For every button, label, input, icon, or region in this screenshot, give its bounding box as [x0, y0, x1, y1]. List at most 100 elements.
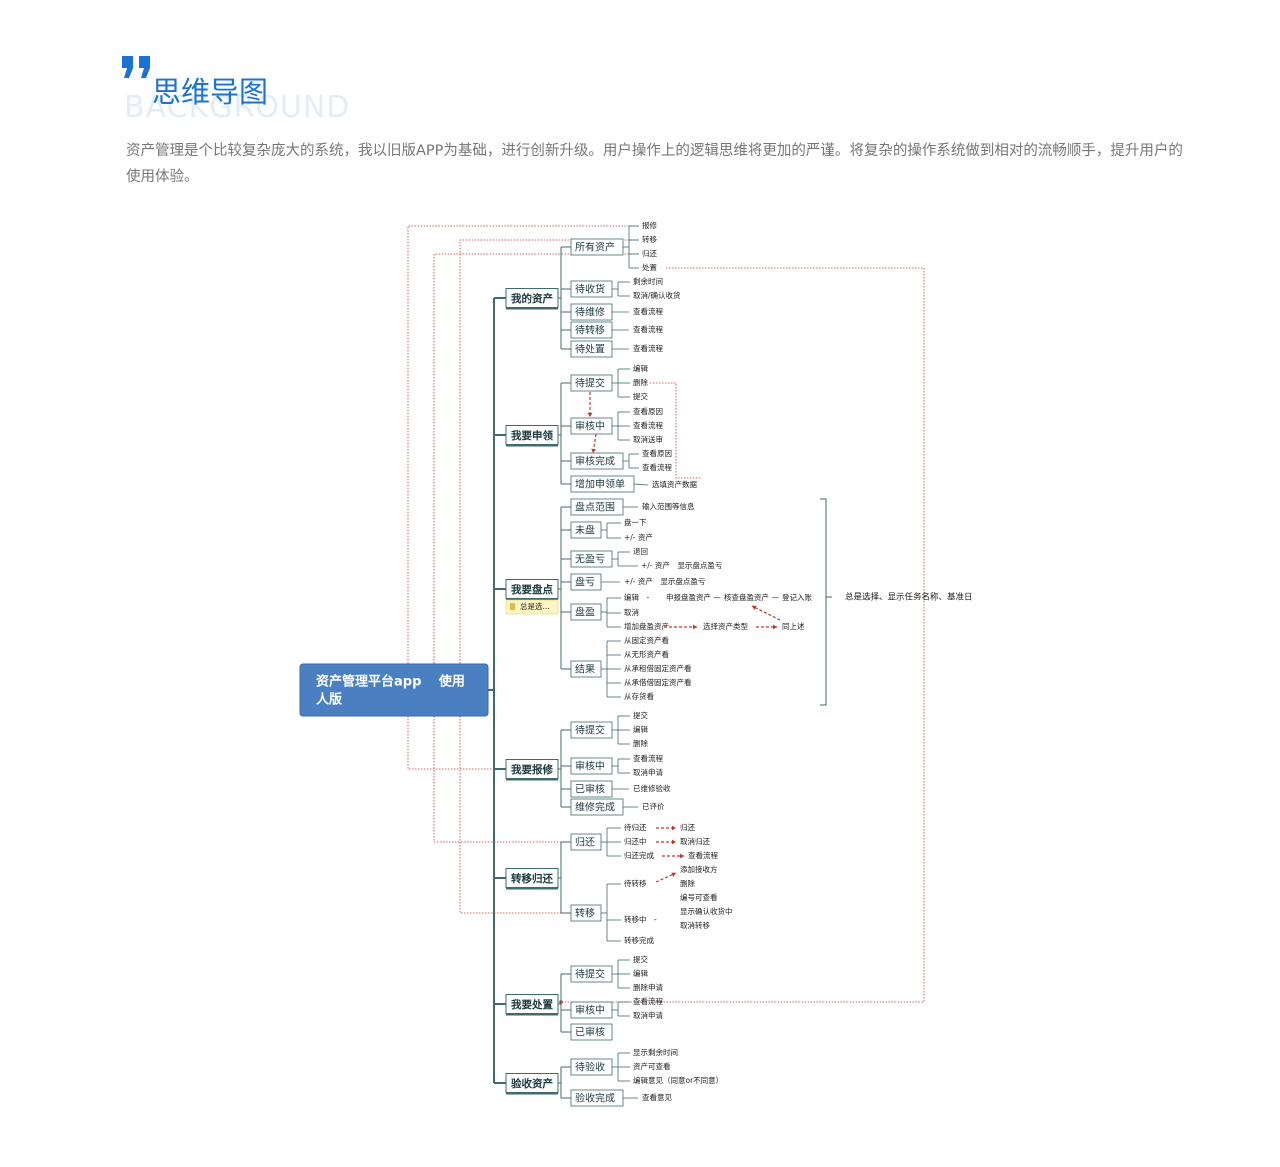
leaf-item[interactable]: 编辑意见（同意or不同意） — [633, 1075, 723, 1085]
child-node[interactable] — [570, 374, 613, 392]
child-node[interactable] — [570, 550, 613, 568]
leaf-item[interactable]: 取消申请 — [633, 1010, 663, 1020]
leaf-item[interactable]: 盘一下 — [624, 517, 647, 527]
flow-target[interactable]: 查看流程 — [688, 850, 718, 860]
child-node[interactable] — [570, 238, 624, 256]
leaf-item[interactable]: 从存货看 — [624, 691, 654, 701]
leaf-item[interactable]: 显示剩余时间 — [633, 1047, 678, 1057]
child-node[interactable] — [570, 521, 602, 539]
leaf-item[interactable]: 编辑 - — [624, 592, 649, 602]
child-node[interactable] — [570, 475, 635, 493]
child-node[interactable] — [570, 280, 613, 298]
branch-node[interactable] — [505, 994, 559, 1014]
leaf-item[interactable]: 从承租借固定资产看 — [624, 663, 692, 673]
leaf-item[interactable]: 提交 — [633, 710, 648, 720]
flow-target[interactable]: 添加接收方 — [680, 864, 718, 874]
branch-node[interactable] — [505, 425, 559, 445]
leaf-item[interactable]: 查看流程 — [633, 996, 663, 1006]
flow-target[interactable]: 显示确认收货中 — [680, 906, 733, 916]
leaf-item[interactable]: 查看流程 — [633, 306, 663, 316]
child-node[interactable] — [570, 452, 624, 470]
leaf-item[interactable]: 已维修验收 — [633, 783, 671, 793]
leaf-item[interactable]: 取消/确认收货 — [633, 290, 681, 300]
branch-node[interactable] — [505, 288, 559, 308]
branch-node[interactable] — [505, 579, 559, 599]
leaf-item[interactable]: 删除 — [633, 738, 648, 748]
leaf-item[interactable]: 退回 — [633, 547, 648, 556]
leaf-item[interactable]: +/- 资产 显示盘点盈亏 — [624, 576, 706, 586]
leaf-item[interactable]: 取消送审 — [633, 434, 663, 444]
child-node[interactable] — [570, 340, 613, 358]
flow-step[interactable]: 登记入账 — [782, 592, 812, 602]
child-node[interactable] — [570, 1023, 613, 1041]
leaf-item[interactable]: 转移中 - — [624, 914, 657, 924]
child-node[interactable] — [570, 721, 613, 739]
branch-node[interactable] — [505, 868, 559, 888]
leaf-item[interactable]: 取消申请 — [633, 767, 663, 777]
leaf-item[interactable]: 查看原因 — [642, 448, 672, 458]
sticky-note[interactable] — [505, 599, 559, 615]
leaf-item[interactable]: +/- 资产 — [624, 532, 653, 542]
flow-target[interactable]: 归还 — [680, 822, 695, 832]
flow-target[interactable]: 取消归还 — [680, 836, 710, 846]
leaf-item[interactable]: 剩余时间 — [633, 276, 663, 286]
flow-step[interactable]: 同上述 — [782, 621, 805, 631]
leaf-item[interactable]: 从承借借固定资产看 — [624, 677, 692, 687]
leaf-item[interactable]: 归还完成 — [624, 850, 654, 860]
leaf-item[interactable]: 提交 — [633, 391, 648, 401]
leaf-item[interactable]: 增加盘盈资产 — [624, 621, 669, 631]
child-node[interactable] — [570, 780, 613, 798]
leaf-item[interactable]: 归还 — [642, 248, 657, 258]
child-node[interactable] — [570, 660, 602, 678]
leaf-item[interactable]: 取消 — [624, 607, 639, 617]
leaf-item[interactable]: 删除 — [633, 377, 648, 387]
flow-step[interactable]: 申报盘盈资产 — — [666, 592, 721, 602]
child-node[interactable] — [570, 757, 613, 775]
leaf-item[interactable]: 待归还 — [624, 822, 647, 832]
leaf-item[interactable]: 处置 — [642, 262, 657, 272]
leaf-item[interactable]: 转移 — [642, 234, 657, 244]
child-node[interactable] — [570, 798, 624, 816]
flow-step[interactable]: 选择资产类型 — [703, 621, 748, 631]
leaf-item[interactable]: 查看流程 — [642, 462, 672, 472]
leaf-item[interactable]: 输入范围等信息 — [642, 501, 695, 511]
child-node[interactable] — [570, 1058, 613, 1076]
leaf-item[interactable]: 已评价 — [642, 802, 665, 811]
leaf-item[interactable]: 删除申请 — [633, 982, 663, 992]
flow-target[interactable]: 编号可查看 — [680, 892, 718, 902]
leaf-item[interactable]: 查看流程 — [633, 343, 663, 353]
child-node[interactable] — [570, 417, 613, 435]
leaf-item[interactable]: 编辑 — [633, 968, 648, 978]
child-node[interactable] — [570, 1001, 613, 1019]
child-node[interactable] — [570, 1089, 624, 1107]
leaf-item[interactable]: 转移完成 — [624, 935, 654, 945]
child-node[interactable] — [570, 904, 602, 922]
leaf-item[interactable]: 归还中 — [624, 836, 647, 846]
leaf-item[interactable]: 提交 — [633, 954, 648, 964]
child-node[interactable] — [570, 603, 602, 621]
child-node[interactable] — [570, 303, 613, 321]
leaf-item[interactable]: +/- 资产 显示盘点盈亏 — [641, 560, 723, 570]
leaf-item[interactable]: 查看意见 — [642, 1092, 672, 1102]
child-node[interactable] — [570, 321, 613, 339]
leaf-item[interactable]: 查看流程 — [633, 753, 663, 763]
child-node[interactable] — [570, 965, 613, 983]
leaf-item[interactable]: 查看原因 — [633, 406, 663, 416]
leaf-item[interactable]: 待转移 — [624, 878, 647, 888]
leaf-item[interactable]: 查看流程 — [633, 420, 663, 430]
child-node[interactable] — [570, 833, 602, 851]
branch-node[interactable] — [505, 1073, 559, 1093]
leaf-item[interactable]: 编辑 — [633, 724, 648, 734]
leaf-item[interactable]: 从无形资产看 — [624, 649, 669, 659]
branch-node[interactable] — [505, 759, 559, 779]
child-node[interactable] — [570, 573, 602, 591]
leaf-item[interactable]: 选填资产数据 — [652, 479, 697, 489]
child-node[interactable] — [570, 498, 624, 516]
flow-target[interactable]: 删除 — [680, 878, 695, 888]
leaf-item[interactable]: 从固定资产看 — [624, 635, 669, 645]
leaf-item[interactable]: 报修 — [642, 220, 657, 230]
leaf-item[interactable]: 资产可查看 — [633, 1061, 671, 1071]
flow-step[interactable]: 核查盘盈资产 — — [724, 592, 779, 602]
leaf-item[interactable]: 编辑 — [633, 363, 648, 373]
flow-target[interactable]: 取消转移 — [680, 920, 710, 930]
